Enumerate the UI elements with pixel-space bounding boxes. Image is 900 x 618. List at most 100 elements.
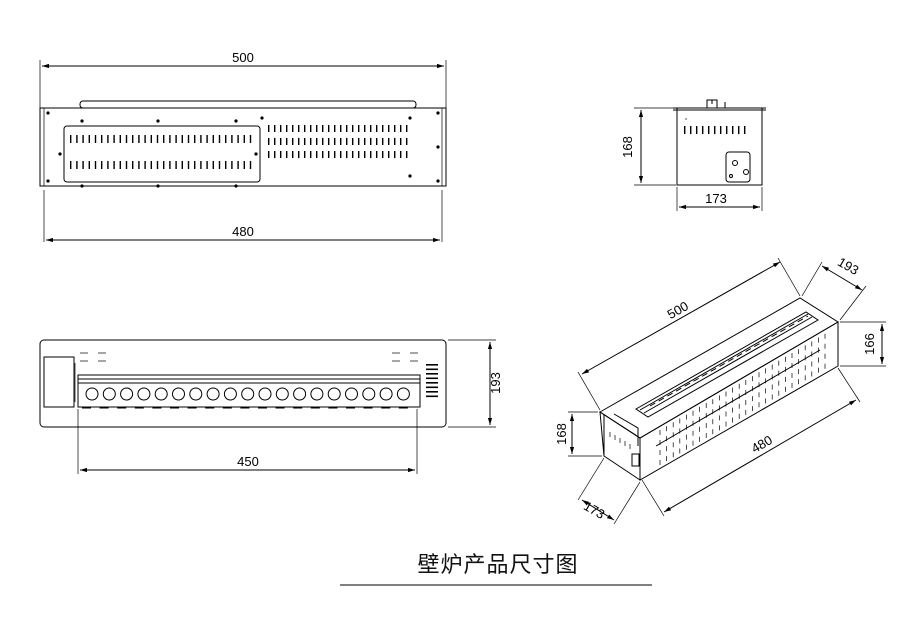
vent-slot (322, 125, 324, 132)
vent-slot (237, 161, 239, 169)
vent-slot (322, 151, 324, 158)
slot-dash (82, 407, 91, 409)
slot-dash (187, 407, 197, 409)
side-height-label: 168 (620, 136, 635, 158)
vent-slot (212, 161, 214, 169)
front-vent-panel (63, 125, 261, 183)
vent-slot (163, 135, 165, 143)
slot-dash (134, 407, 144, 409)
iso-length-bottom-dimension-line (663, 399, 857, 513)
vent-slot (388, 125, 390, 132)
vent-slot (702, 126, 704, 134)
vent-slot (400, 138, 402, 145)
burner-roller (85, 387, 99, 401)
side-control-plate (725, 151, 751, 183)
vent-slot (334, 138, 336, 145)
vent-slot (388, 138, 390, 145)
screw-hole (234, 119, 238, 123)
vent-slot (200, 161, 202, 169)
iso-end-vent-slots (609, 432, 631, 449)
vent-slot (364, 151, 366, 158)
vent-slot (175, 161, 177, 169)
vent-slot (340, 125, 342, 132)
vent-slot (249, 135, 252, 143)
burner-roller (396, 387, 410, 401)
vent-slot (212, 135, 214, 143)
vent-slot (82, 161, 84, 169)
vent-slot (187, 135, 190, 143)
vent-slot (394, 125, 396, 132)
vent-slot (340, 151, 342, 158)
vent-slot (400, 151, 402, 158)
vent-slot (274, 151, 276, 158)
vent-slot (382, 151, 384, 158)
plan-depth-label: 193 (488, 372, 503, 394)
vent-slot (370, 125, 372, 132)
vent-slot (206, 161, 208, 169)
vent-slot (364, 125, 366, 132)
vent-slot (388, 151, 390, 158)
vent-slot (163, 161, 165, 169)
burner-width-label: 450 (237, 454, 259, 469)
vent-slot (738, 126, 740, 134)
front-outer-frame (39, 107, 447, 187)
burner-roller (120, 387, 134, 401)
vent-slot (150, 161, 152, 169)
front-vent-slots-left (70, 135, 252, 169)
vent-slot (169, 161, 171, 169)
vent-slot (101, 161, 103, 169)
vent-slot (406, 138, 408, 145)
burner-roller (241, 387, 255, 401)
burner-roller (172, 387, 185, 401)
slot-dash (346, 407, 355, 409)
iso-switch (631, 453, 640, 467)
vent-slot (382, 125, 384, 132)
vent-slot (334, 151, 336, 158)
vent-slot (346, 125, 348, 132)
vent-slot (400, 125, 402, 132)
drawing-caption: 壁炉产品尺寸图 (417, 553, 578, 578)
vent-slot (286, 151, 288, 158)
vent-slot (113, 135, 115, 143)
vent-slot (237, 135, 239, 143)
vent-slot (406, 151, 408, 158)
vent-slot (107, 161, 109, 169)
vent-slot (340, 138, 342, 145)
plan-control-box (43, 356, 75, 408)
iso-front-face (639, 321, 839, 481)
iso-depth-top-label: 193 (835, 254, 861, 278)
front-view: 500 480 (39, 50, 447, 243)
vent-slot (346, 138, 348, 145)
side-depth-label: 173 (705, 191, 727, 206)
vent-slot (298, 125, 300, 132)
vent-slot (376, 125, 378, 132)
vent-slot (181, 135, 183, 143)
vent-slot (125, 161, 128, 169)
vent-slot (732, 126, 734, 134)
slot-dash (240, 407, 250, 409)
vent-slot (194, 161, 196, 169)
vent-slot (358, 125, 360, 132)
vent-slot (292, 125, 294, 132)
vent-slot (352, 151, 354, 158)
burner-roller (102, 387, 116, 401)
burner-roller (379, 387, 393, 401)
vent-slot (310, 138, 312, 145)
slot-dash (310, 407, 320, 409)
vent-slot (316, 151, 318, 158)
screw-hole (408, 116, 412, 120)
vent-slot (304, 138, 306, 145)
vent-slot (426, 368, 438, 371)
plan-burner-tray (77, 374, 421, 408)
iso-length-dimension-line (581, 261, 781, 375)
vent-slot (144, 161, 146, 169)
iso-height-right-label: 166 (862, 333, 877, 355)
vent-slot (274, 125, 276, 132)
vent-slot (382, 138, 384, 145)
burner-roller (137, 387, 151, 401)
vent-slot (292, 138, 294, 145)
vent-slot (280, 125, 282, 132)
vent-slot (206, 135, 208, 143)
vent-slot (218, 161, 221, 169)
vent-slot (708, 126, 710, 134)
